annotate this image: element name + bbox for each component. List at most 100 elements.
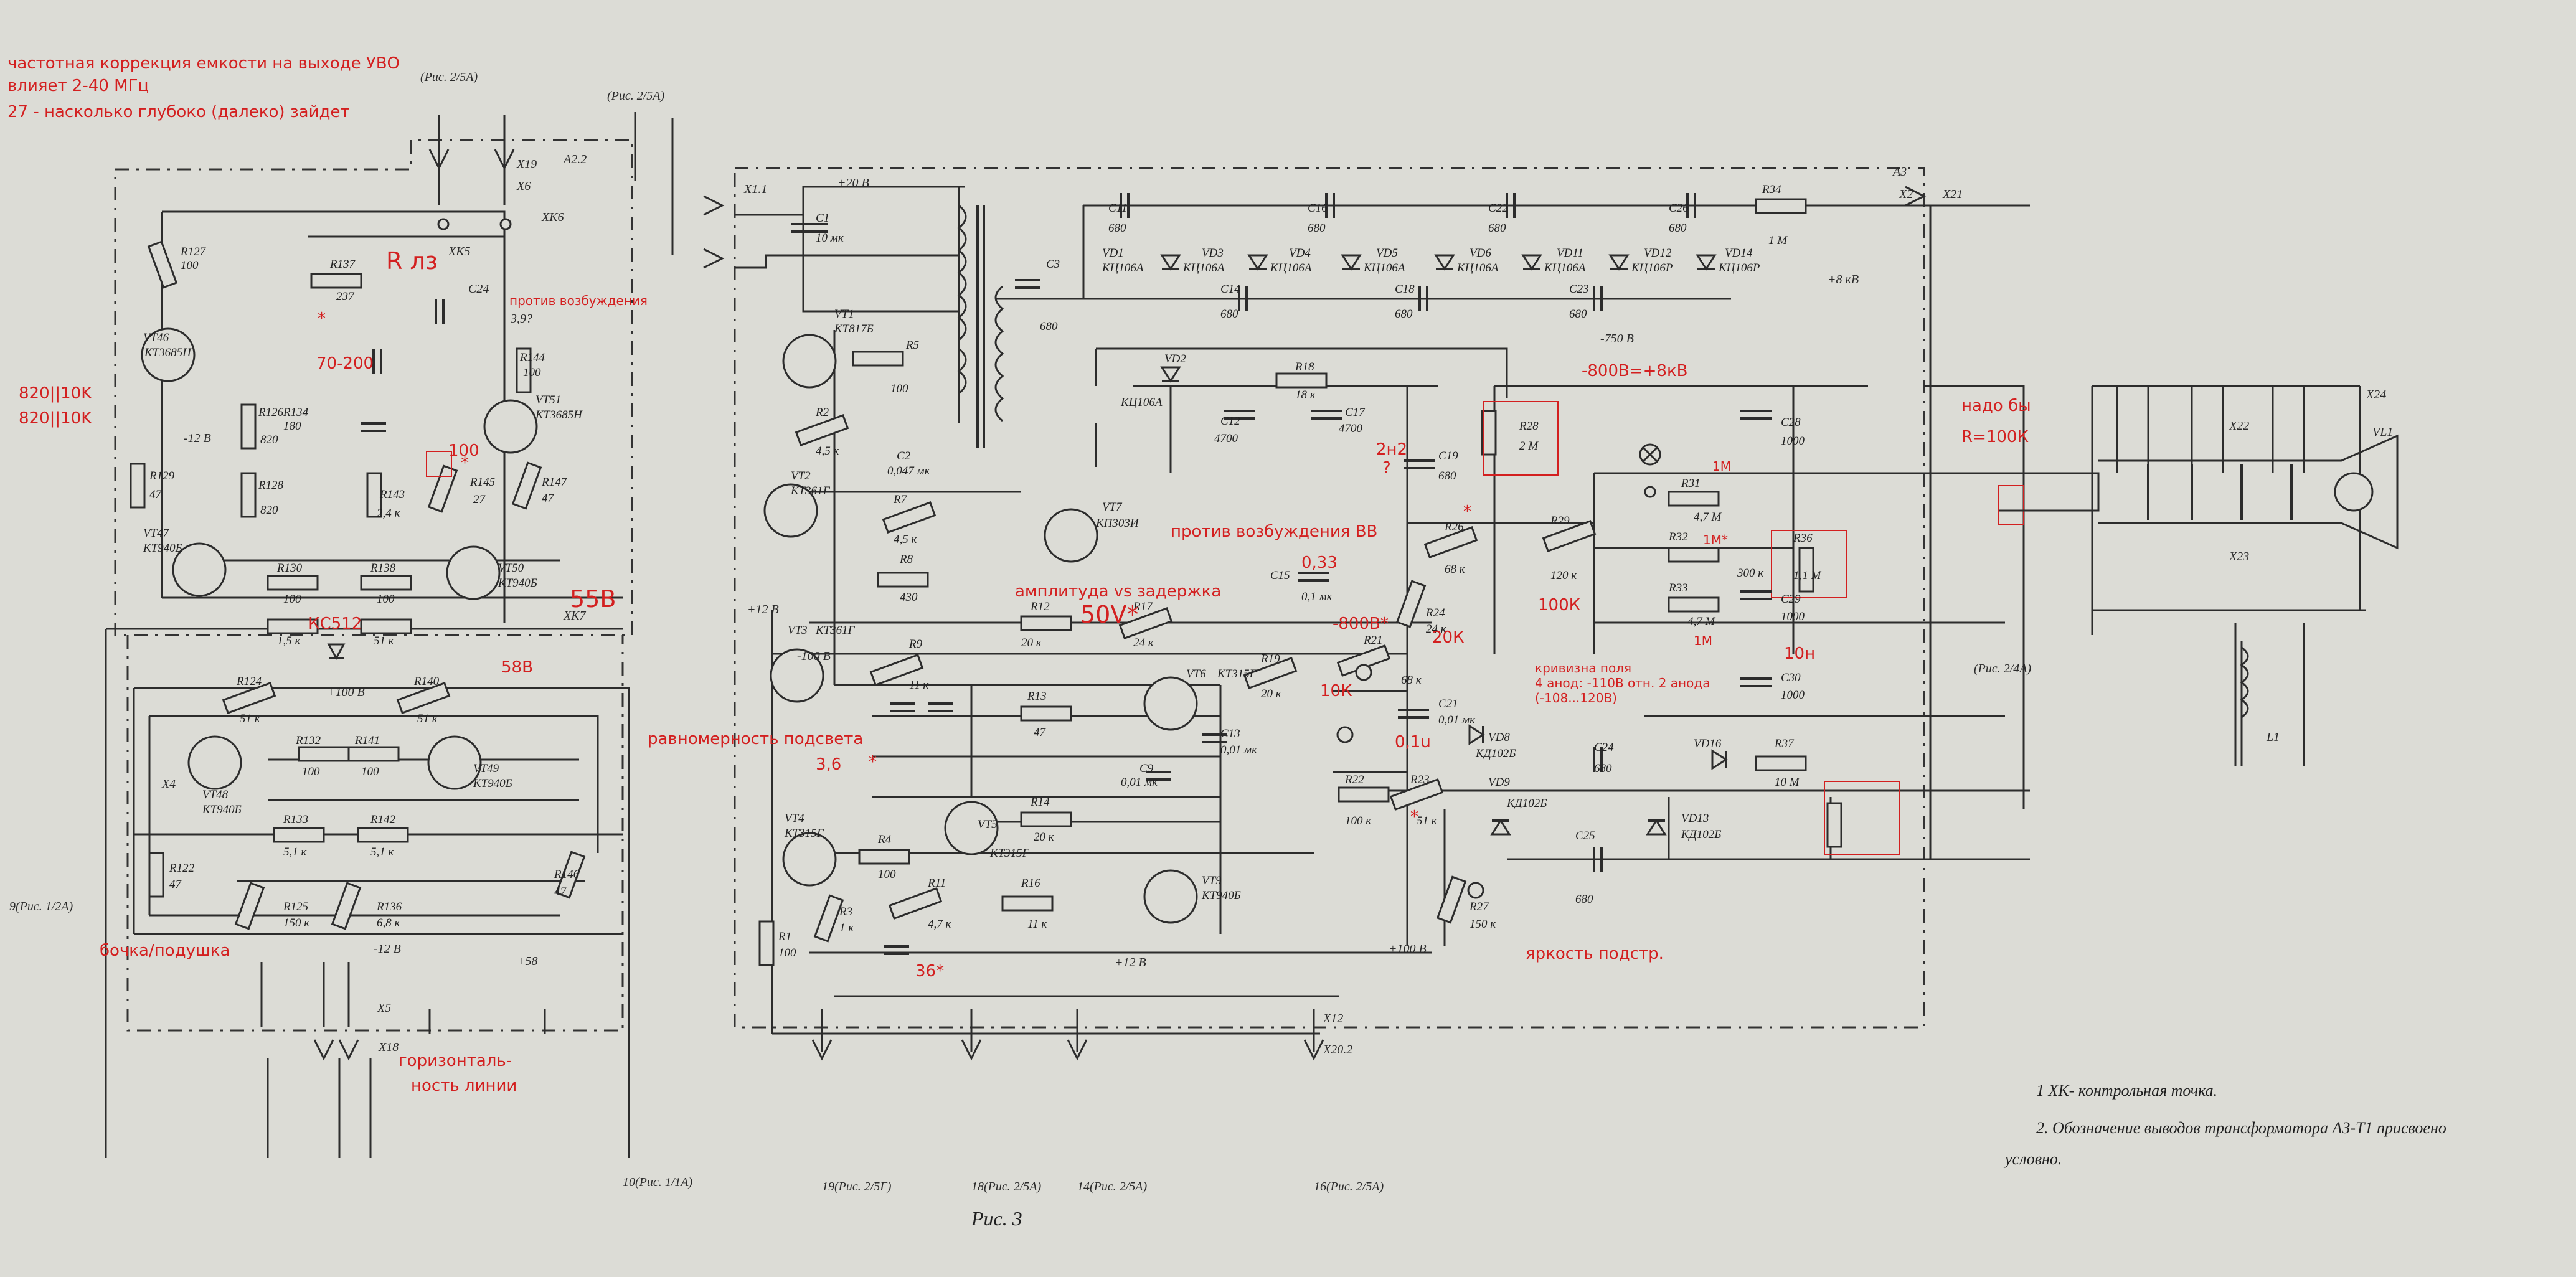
label-c26: C26	[1669, 202, 1689, 215]
label-r24-val: 24 к	[1426, 623, 1447, 636]
label-vl1: VL1	[2372, 425, 2393, 439]
note-10n: 10н	[1784, 644, 1815, 663]
label-r137-val: 237	[336, 290, 355, 303]
label-vd9: VD9	[1488, 776, 1510, 789]
contact-x20-2: Х20.2	[1323, 1043, 1352, 1057]
label-r132-val: 100	[302, 765, 320, 778]
label-c25-val: 680	[1575, 893, 1593, 906]
label-r3-val: 1 к	[839, 921, 854, 935]
block-a2-2-outline	[114, 139, 633, 1032]
label-c18: C18	[1395, 283, 1415, 296]
note-amplitude: амплитуда vs задержка	[1015, 582, 1221, 601]
label-vt47-type: КТ940Б	[143, 542, 182, 555]
label-c24: C24	[1594, 741, 1614, 754]
label-r122-val: 47	[169, 878, 182, 891]
label-r2-val: 4,5 к	[816, 445, 840, 458]
label-vt9-type: КТ940Б	[1201, 889, 1241, 902]
label-c12-val: 4700	[1214, 432, 1238, 445]
label-r134: R134	[283, 406, 309, 419]
label-r124: R124	[236, 675, 262, 688]
label-c13-val: 0,01 мк	[1220, 743, 1258, 756]
misc-symbols	[437, 218, 1661, 899]
resistor-symbols	[130, 198, 1842, 966]
label-r3: R3	[839, 905, 852, 918]
label-r130: R130	[276, 562, 303, 575]
label-r17: R17	[1133, 600, 1153, 613]
ref-fig2-5a-e: 16(Рис. 2/5А)	[1314, 1180, 1384, 1194]
supply-minus12: -12 В	[184, 431, 211, 445]
label-c17-val: 4700	[1339, 422, 1363, 435]
label-r34: R34	[1762, 183, 1781, 196]
label-r146-val: 47	[554, 885, 567, 898]
label-vt1: VT1	[834, 308, 854, 321]
label-c1: C1	[816, 212, 829, 225]
label-r129-val: 47	[149, 488, 163, 501]
contact-x23: Х23	[2229, 550, 2249, 563]
label-c9: C9	[1139, 762, 1154, 775]
label-vd12-type: КЦ106Р	[1631, 262, 1673, 275]
label-c25: C25	[1575, 829, 1595, 842]
label-r8: R8	[899, 553, 913, 566]
label-r144-val: 100	[523, 366, 541, 379]
note-barrel: бочка/подушка	[100, 941, 230, 960]
label-vt1-type: КТ817Б	[834, 323, 874, 336]
supply-labels: +20 В +12 В +12 В -12 В -12 В +100 В +10…	[184, 176, 1859, 969]
label-vd6-type: КЦ106А	[1456, 262, 1499, 275]
label-r14: R14	[1030, 796, 1050, 809]
note-27: 27 - насколько глубоко (далеко) зайдет	[7, 103, 350, 121]
label-r36: R36	[1793, 532, 1813, 545]
label-vt49: VT49	[473, 762, 499, 775]
note-horizontal-2: ность линии	[411, 1077, 517, 1095]
label-vd14: VD14	[1725, 247, 1753, 260]
ref-fig1-1a: 10(Рис. 1/1А)	[623, 1176, 693, 1189]
label-vd1-type: КЦ106А	[1102, 262, 1144, 275]
note-1m-c: 1М	[1694, 633, 1712, 648]
label-r33: R33	[1668, 582, 1688, 595]
label-r32-val: 300 к	[1737, 567, 1764, 580]
supply-minus750: -750 В	[1600, 332, 1634, 346]
note-anode-4: 4 анод: -110В отн. 2 анода	[1535, 676, 1710, 690]
note-r145-100: 100	[448, 441, 479, 460]
connector-arrows	[313, 149, 1927, 1061]
label-c2: C2	[897, 450, 911, 463]
ref-fig2-5a-d: 14(Рис. 2/5А)	[1077, 1180, 1148, 1194]
label-vd5-type: КЦ106А	[1363, 262, 1405, 275]
label-r31-val: 4,7 М	[1694, 511, 1722, 524]
note-backlight: равномерность подсвета	[648, 730, 863, 748]
label-r21-val: 68 к	[1401, 674, 1422, 687]
label-vd4-type: КЦ106А	[1270, 262, 1312, 275]
label-r125: R125	[283, 900, 308, 913]
label-r9: R9	[908, 638, 923, 651]
label-r17-val: 24 к	[1133, 636, 1154, 649]
ref-fig2-5g: 19(Рис. 2/5Г)	[822, 1180, 892, 1194]
label-r142-val: 5,1 к	[370, 846, 395, 859]
note-58v: 58В	[501, 658, 533, 677]
label-vt7-type: КП303И	[1095, 517, 1139, 530]
label-c23-val: 680	[1569, 308, 1587, 321]
label-c14-val: 680	[1220, 308, 1238, 321]
contact-x12: Х12	[1323, 1012, 1343, 1025]
label-vd4: VD4	[1289, 247, 1311, 260]
label-r23: R23	[1410, 773, 1430, 786]
label-vt5: VT5	[978, 818, 998, 831]
label-r128: R128	[258, 479, 284, 492]
label-vt2: VT2	[791, 469, 811, 483]
supply-minus100: -100 В	[797, 649, 831, 663]
label-r36-val: 1,1 М	[1793, 569, 1822, 582]
label-vd3: VD3	[1202, 247, 1224, 260]
label-r22: R22	[1344, 773, 1364, 786]
label-c29: C29	[1781, 593, 1801, 606]
label-r140: R140	[413, 675, 440, 688]
label-r33-val: 4,7 М	[1687, 615, 1716, 628]
label-vd3-type: КЦ106А	[1182, 262, 1225, 275]
label-vd12: VD12	[1644, 247, 1672, 260]
note-star-r145: *	[461, 454, 469, 473]
supply-plus12-b: +12 В	[1115, 956, 1146, 969]
note-minus800: -800В*	[1333, 615, 1389, 633]
contact-x5: Х5	[377, 1001, 391, 1015]
label-r14-val: 20 к	[1034, 831, 1055, 844]
label-r144: R144	[519, 351, 545, 364]
label-vt51-type: КТ3685Н	[535, 408, 583, 422]
label-r141: R141	[354, 734, 380, 747]
